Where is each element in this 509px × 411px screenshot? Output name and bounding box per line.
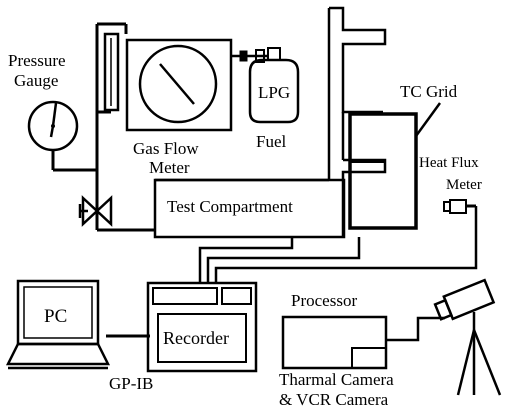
thermal-camera-icon	[433, 278, 502, 396]
fuel-label: Fuel	[256, 132, 287, 151]
recorder	[146, 281, 258, 373]
tc-grid	[348, 102, 442, 230]
pressure-gauge-label-2: Gauge	[14, 71, 58, 90]
lpg-label: LPG	[258, 83, 290, 102]
valve-icon	[78, 195, 113, 227]
heat-flux-meter-icon	[443, 199, 476, 214]
compartment-structure	[329, 6, 387, 237]
processor-label: Processor	[291, 291, 357, 310]
test-compartment-label: Test Compartment	[167, 197, 293, 216]
camera-label-2: & VCR Camera	[279, 390, 389, 409]
recorder-label: Recorder	[163, 328, 229, 348]
camera-label-1: Tharmal Camera	[279, 370, 394, 389]
gpib-label: GP-IB	[109, 374, 153, 393]
heat-flux-label-1: Heat Flux	[419, 155, 479, 171]
tc-grid-label: TC Grid	[400, 82, 458, 101]
processor	[281, 315, 388, 370]
pressure-gauge-label-1: Pressure	[8, 51, 66, 70]
gas-flow-meter-label-2: Meter	[149, 158, 190, 177]
gas-flow-meter	[125, 38, 233, 132]
pc-label: PC	[44, 306, 67, 327]
pressure-gauge	[27, 100, 79, 152]
rotameter	[103, 32, 120, 112]
pc-laptop	[5, 279, 111, 370]
heat-flux-label-2: Meter	[446, 177, 482, 193]
lpg-cylinder	[248, 58, 300, 124]
gas-flow-meter-label-1: Gas Flow	[133, 139, 199, 158]
